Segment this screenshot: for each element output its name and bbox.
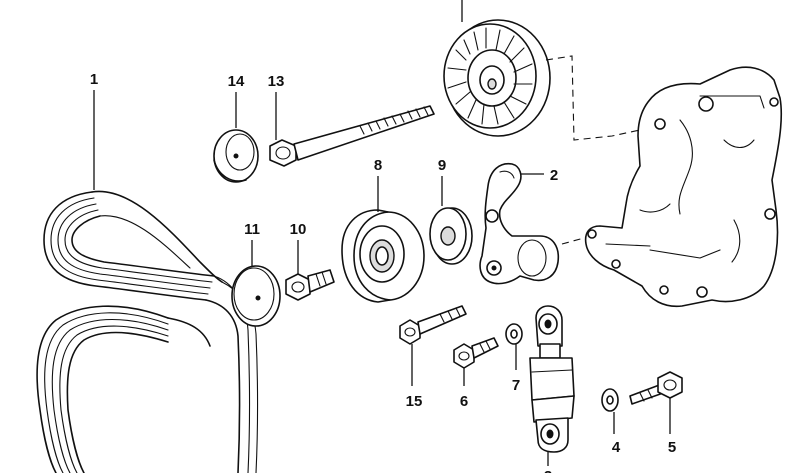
callout-1: 1 <box>90 71 98 88</box>
short-bolt-6 <box>453 337 499 369</box>
pulley-cap <box>213 129 259 183</box>
assembly-line-lower <box>561 237 585 245</box>
hydraulic-tensioner <box>529 305 575 453</box>
large-pulley <box>443 19 551 137</box>
mounting-bracket <box>584 66 783 308</box>
small-washer-7 <box>505 323 523 345</box>
callout-3: 3 <box>544 468 552 473</box>
callout-8: 8 <box>374 157 382 174</box>
ribbed-belt <box>36 190 259 473</box>
idler-pulley <box>341 209 425 303</box>
callout-15: 15 <box>406 393 423 410</box>
callout-14: 14 <box>228 73 245 90</box>
assembly-line-upper <box>545 55 641 141</box>
callout-13: 13 <box>268 73 285 90</box>
callout-10: 10 <box>290 221 307 238</box>
dust-cap <box>231 265 281 327</box>
callout-2: 2 <box>550 167 558 184</box>
callout-9: 9 <box>438 157 446 174</box>
tensioner-arm <box>479 162 560 285</box>
long-bolt <box>269 105 435 167</box>
leader-lines <box>93 90 671 434</box>
callout-11: 11 <box>244 221 260 238</box>
callout-7: 7 <box>512 377 520 394</box>
callout-5: 5 <box>668 439 676 456</box>
callout-6: 6 <box>460 393 468 410</box>
callout-4: 4 <box>612 439 621 456</box>
bolt-5 <box>629 371 683 405</box>
large-washer <box>429 207 473 265</box>
short-bolt-10 <box>285 269 335 301</box>
long-bolt-15 <box>399 305 467 345</box>
washer-4 <box>601 388 619 412</box>
